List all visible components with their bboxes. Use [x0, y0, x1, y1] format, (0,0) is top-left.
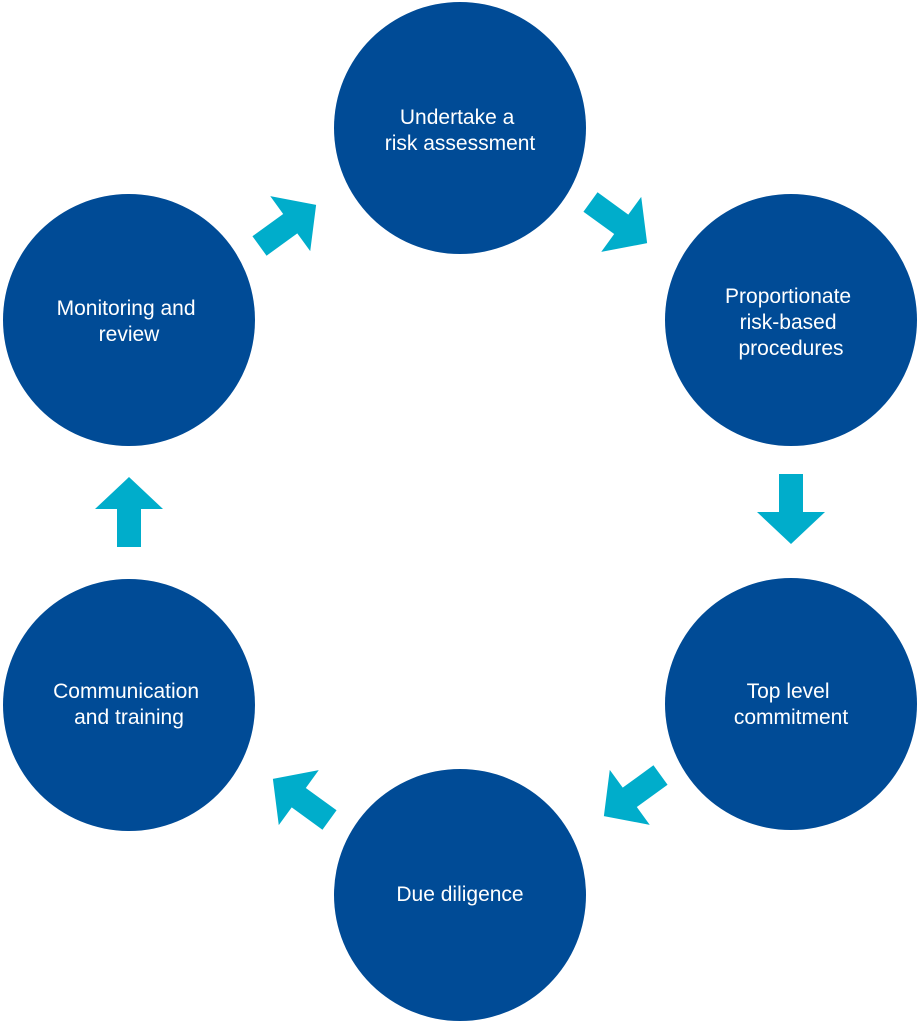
node-label-line: commitment [734, 706, 849, 729]
node-due-diligence: Due diligence [334, 769, 586, 1021]
arrow-icon [570, 174, 668, 271]
svg-text:Undertake a risk assessm: Undertake a risk assessment [385, 106, 536, 155]
node-label-line: review [99, 323, 161, 346]
node-top-level-commitment: Top level commitment [665, 578, 917, 830]
svg-text:Communication and traini: Communication and training [53, 680, 205, 729]
node-label-line: risk assessment [385, 132, 536, 155]
arrow-icon [583, 747, 681, 844]
node-label-line: and training [74, 706, 184, 729]
svg-text:Proportionate risk-based: Proportionate risk-based procedures [725, 285, 857, 360]
node-label-line: Monitoring and [57, 297, 196, 320]
node-label-line: risk-based [740, 311, 837, 334]
node-label-line: Proportionate [725, 285, 851, 308]
arrow-risk-to-procedures [570, 174, 668, 271]
node-label-line: procedures [738, 337, 843, 360]
arrow-procedures-to-commitment [757, 474, 825, 544]
node-label-line: Top level [747, 680, 830, 703]
arrow-diligence-to-communication [252, 751, 350, 848]
svg-text:Top level commitment: Top level commitment [734, 680, 849, 729]
arrow-communication-to-monitoring [95, 477, 163, 547]
svg-text:Due diligence: Due diligence [396, 883, 523, 906]
arrow-icon [757, 474, 825, 544]
arrow-icon [239, 177, 337, 274]
arrow-icon [252, 751, 350, 848]
arrow-commitment-to-diligence [583, 747, 681, 844]
node-label-line: Undertake a [400, 106, 515, 129]
node-proportionate-procedures: Proportionate risk-based procedures [665, 194, 917, 446]
arrow-monitoring-to-risk [239, 177, 337, 274]
arrow-icon [95, 477, 163, 547]
node-label-line: Due diligence [396, 883, 523, 906]
node-risk-assessment: Undertake a risk assessment [334, 2, 586, 254]
node-monitoring-review: Monitoring and review [3, 194, 255, 446]
node-communication-training: Communication and training [3, 579, 255, 831]
svg-text:Monitoring and review: Monitoring and review [57, 297, 202, 346]
node-label-line: Communication [53, 680, 199, 703]
